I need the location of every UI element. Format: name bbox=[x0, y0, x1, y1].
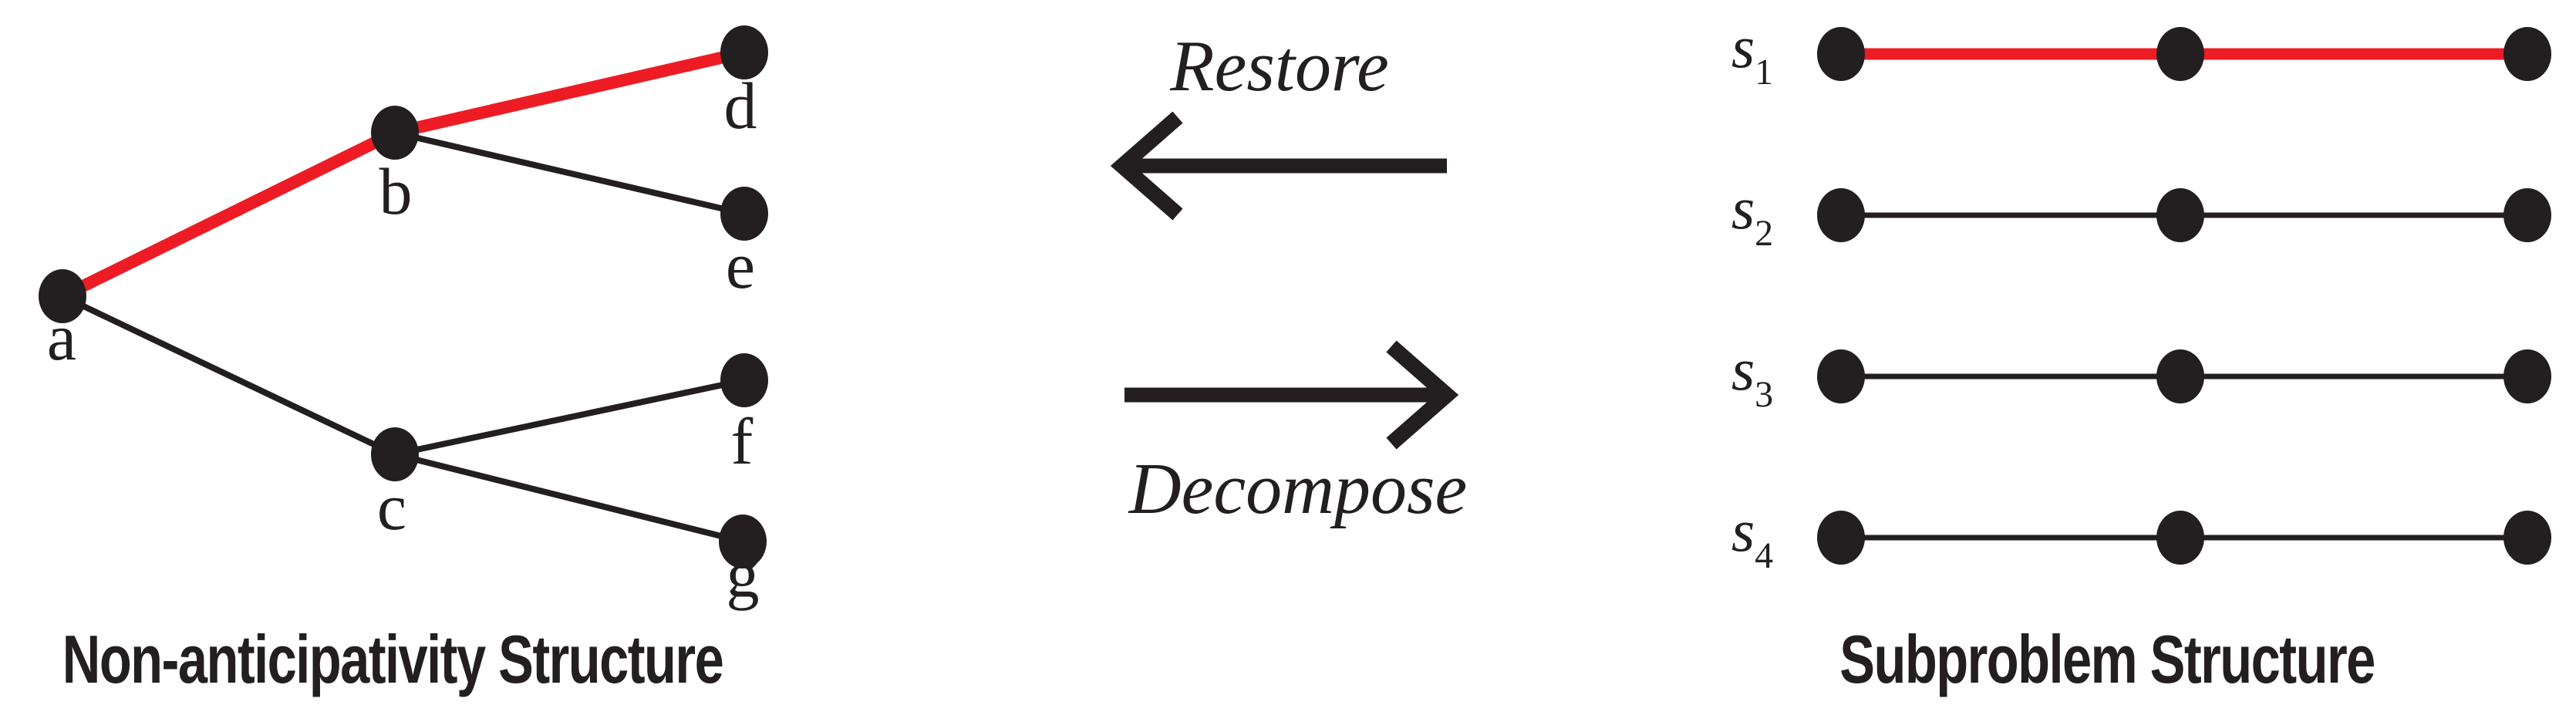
scenario-label-s2: s2 bbox=[1731, 174, 1773, 254]
scenario-node-s4-t1 bbox=[1817, 511, 1865, 565]
node-label-e: e bbox=[726, 228, 755, 302]
edge-c-g bbox=[394, 451, 743, 545]
node-e bbox=[720, 187, 768, 241]
node-label-c: c bbox=[377, 470, 406, 544]
scenario-node-s4-t2 bbox=[2156, 511, 2204, 565]
scenario-node-s1-t2 bbox=[2156, 27, 2204, 81]
scenario-node-s2-t3 bbox=[2504, 188, 2551, 242]
node-label-a: a bbox=[47, 300, 76, 374]
right-panel-title: Subproblem Structure bbox=[1839, 621, 2375, 697]
node-label-f: f bbox=[731, 404, 754, 478]
decompose-label: Decompose bbox=[1128, 449, 1468, 529]
node-f bbox=[720, 353, 768, 407]
node-c bbox=[371, 427, 419, 481]
edge-b-d bbox=[393, 46, 746, 139]
scenario-label-s3: s3 bbox=[1731, 336, 1773, 415]
scenario-node-s1-t1 bbox=[1817, 27, 1865, 81]
edge-a-b bbox=[59, 127, 398, 302]
scenario-label-s1: s1 bbox=[1731, 13, 1773, 93]
left-panel-title: Non-anticipativity Structure bbox=[62, 621, 724, 697]
node-a bbox=[39, 269, 86, 323]
scenario-node-s4-t3 bbox=[2504, 511, 2551, 565]
node-label-d: d bbox=[724, 69, 757, 143]
scenario-node-s2-t1 bbox=[1817, 188, 1865, 242]
scenario-node-s1-t3 bbox=[2504, 27, 2551, 81]
node-label-b: b bbox=[379, 154, 413, 228]
node-label-g: g bbox=[727, 537, 760, 611]
edge-a-c bbox=[61, 293, 396, 457]
edge-c-f bbox=[394, 377, 745, 457]
edge-b-e bbox=[394, 130, 745, 217]
node-d bbox=[720, 25, 768, 79]
scenario-node-s3-t3 bbox=[2504, 349, 2551, 403]
scenario-node-s3-t2 bbox=[2156, 349, 2204, 403]
node-g bbox=[719, 515, 767, 568]
scenario-node-s2-t2 bbox=[2156, 188, 2204, 242]
decompose-arrow-head bbox=[1386, 340, 1459, 450]
restore-arrow-head bbox=[1110, 111, 1183, 221]
scenario-node-s3-t1 bbox=[1817, 349, 1865, 403]
scenario-label-s4: s4 bbox=[1731, 497, 1773, 576]
node-b bbox=[371, 106, 419, 160]
restore-label: Restore bbox=[1170, 26, 1389, 106]
